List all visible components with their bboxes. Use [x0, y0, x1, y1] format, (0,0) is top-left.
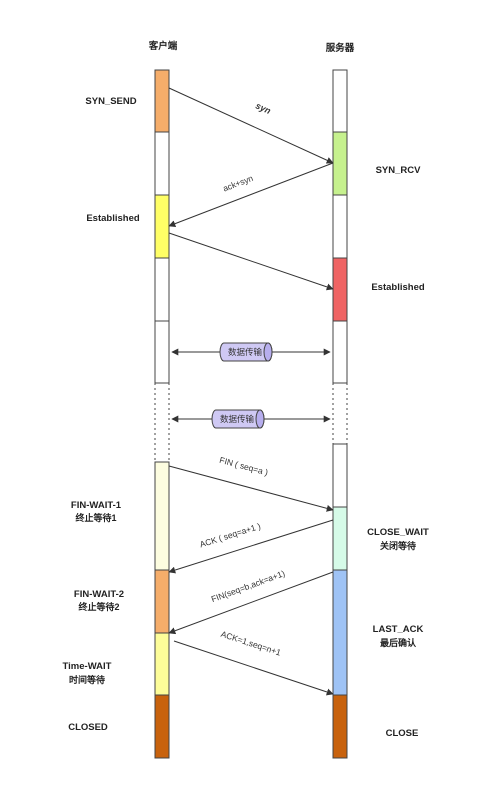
pipe-data-transfer-2: 数据传输: [211, 409, 265, 429]
client-segment-wait: [154, 131, 170, 196]
arrow-ack: [168, 232, 334, 291]
client-segment-syn-send: [154, 69, 170, 133]
arrow-ack-1: [168, 519, 334, 574]
label-close: CLOSE: [386, 728, 419, 739]
label-close-wait: CLOSE_WAIT: [367, 527, 429, 538]
server-segment-wait: [332, 194, 348, 259]
msg-data-transfer-1: 数据传输: [228, 347, 263, 357]
label-fin-wait-2-cn: 终止等待2: [77, 601, 119, 612]
client-segment-established: [154, 194, 170, 259]
label-server-established: Established: [371, 282, 425, 293]
server-segment-last-ack: [332, 569, 348, 696]
label-last-ack-cn: 最后确认: [380, 637, 417, 648]
label-fin-wait-1: FIN-WAIT-1: [71, 500, 122, 511]
server-segment-listen: [332, 69, 348, 133]
msg-fin-2: FIN(seq=b,ack=a+1): [210, 568, 287, 604]
label-time-wait-cn: 时间等待: [69, 674, 105, 685]
client-segment-fin-wait-2: [154, 569, 170, 634]
arrow-fin-1: [168, 465, 334, 512]
msg-ack-syn: ack+syn: [221, 173, 254, 194]
msg-fin-1: FIN ( seq=a ): [218, 455, 269, 478]
server-segment-close: [332, 694, 348, 759]
arrow-ack-2: [173, 640, 334, 696]
arrow-ack-syn: [168, 162, 334, 228]
server-header: 服务器: [326, 42, 355, 54]
label-time-wait: Time-WAIT: [63, 661, 112, 672]
client-segment-transfer: [154, 320, 170, 384]
client-lifeline: [154, 69, 170, 759]
msg-syn: syn: [254, 101, 273, 117]
label-close-wait-cn: 关闭等待: [380, 540, 416, 551]
label-last-ack: LAST_ACK: [373, 624, 424, 635]
server-segment-syn-rcv: [332, 131, 348, 196]
label-syn-rcv: SYN_RCV: [376, 165, 422, 176]
label-fin-wait-2: FIN-WAIT-2: [74, 589, 124, 600]
arrow-syn: [168, 87, 334, 164]
pipe-data-transfer-1: 数据传输: [219, 342, 273, 362]
client-header: 客户端: [148, 40, 178, 52]
client-segment-idle: [154, 257, 170, 322]
server-segment-close-wait: [332, 506, 348, 571]
server-segment-pre-close: [332, 443, 348, 508]
label-syn-send: SYN_SEND: [85, 96, 136, 107]
client-segment-time-wait: [154, 632, 170, 696]
client-segment-closed: [154, 694, 170, 759]
msg-ack-2: ACK=1,seq=n+1: [220, 629, 283, 658]
arrow-fin-2: [168, 571, 334, 635]
client-segment-fin-wait-1: [154, 461, 170, 571]
label-fin-wait-1-cn: 终止等待1: [74, 512, 116, 523]
server-segment-established: [332, 257, 348, 322]
label-client-established: Established: [86, 213, 140, 224]
server-segment-transfer: [332, 320, 348, 384]
msg-data-transfer-2: 数据传输: [220, 414, 255, 424]
label-closed: CLOSED: [68, 722, 108, 733]
server-lifeline: [332, 69, 348, 759]
